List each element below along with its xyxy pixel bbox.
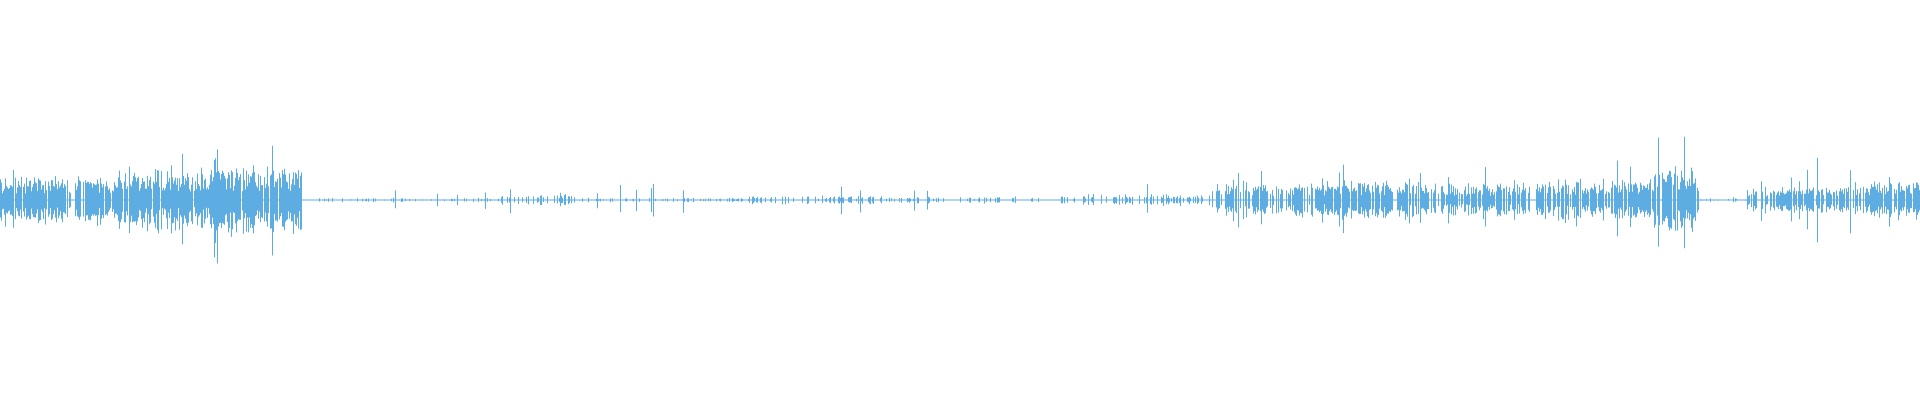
waveform-amplitude <box>0 136 1920 264</box>
